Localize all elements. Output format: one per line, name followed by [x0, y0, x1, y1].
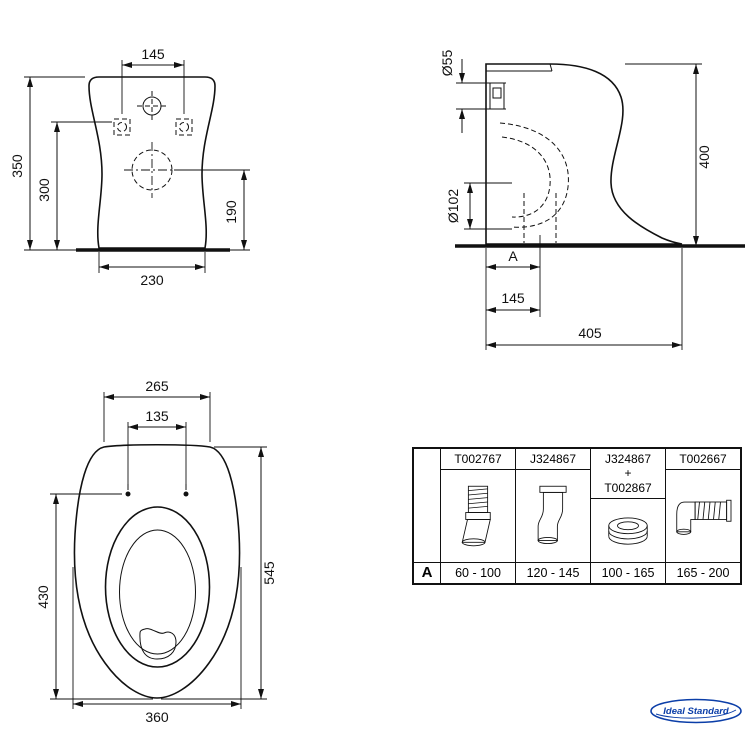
connector-cell — [591, 499, 665, 562]
vertical-corrugated-connector-icon — [461, 486, 491, 547]
dim-545-label: 545 — [261, 561, 277, 585]
fixing-hole-right — [175, 118, 193, 136]
dim-102-label: Ø102 — [445, 189, 461, 223]
trapway-outline — [499, 122, 569, 228]
connector-cell — [666, 470, 740, 562]
dim-265-label: 265 — [145, 378, 169, 394]
dim-135-label: 135 — [145, 408, 169, 424]
connector-cell — [441, 470, 515, 562]
fixing-point-right — [183, 491, 189, 497]
adapter-ring-connector-icon — [608, 517, 648, 545]
dim-405-label: 405 — [578, 325, 602, 341]
part-number: T002767 — [441, 449, 515, 471]
fixing-point-left — [125, 491, 131, 497]
toilet-plan-outline — [73, 443, 241, 699]
front-view-drawing: 145 350 300 190 230 — [9, 46, 250, 288]
dim-190-label: 190 — [223, 200, 239, 224]
brand-name: Ideal Standard — [663, 706, 729, 717]
dim-55-label: Ø55 — [439, 50, 455, 77]
fixing-hole-left — [113, 118, 131, 136]
part-number: T002667 — [666, 449, 740, 471]
water-surface — [139, 628, 177, 660]
dim-350-label: 350 — [9, 154, 25, 178]
dim-400-label: 400 — [696, 145, 712, 169]
range-value: 60 - 100 — [441, 562, 515, 583]
table-column-4: T002667 165 - 200 — [665, 449, 740, 583]
dim-a-label: A — [508, 248, 518, 264]
bowl-rim — [119, 529, 196, 655]
table-column-1: T002767 60 - 100 — [440, 449, 515, 583]
range-value: 165 - 200 — [666, 562, 740, 583]
dim-145-label: 145 — [501, 290, 525, 306]
dim-430-label: 430 — [35, 585, 51, 609]
table-label-spacer — [414, 449, 440, 562]
part-number: J324867 + T002867 — [591, 449, 665, 500]
range-value: 100 - 165 — [591, 562, 665, 583]
table-row-label: A — [414, 562, 440, 583]
table-column-3: J324867 + T002867 100 - 165 — [590, 449, 665, 583]
dim-145-label: 145 — [141, 46, 165, 62]
part-number: J324867 — [516, 449, 590, 471]
brand-logo: Ideal Standard — [650, 698, 742, 724]
horizontal-corrugated-connector-icon — [676, 500, 732, 535]
dim-300-label: 300 — [36, 178, 52, 202]
dim-360-label: 360 — [145, 709, 169, 725]
side-view-drawing: Ø55 Ø102 A 145 405 400 — [439, 50, 745, 350]
offset-connector-icon — [537, 486, 567, 545]
toilet-side-outline — [485, 63, 683, 245]
plan-view-drawing: 265 135 545 430 360 — [35, 378, 277, 725]
range-value: 120 - 145 — [516, 562, 590, 583]
table-label-column: A — [414, 449, 440, 583]
connector-cell — [516, 470, 590, 562]
table-column-2: J324867 120 - 145 — [515, 449, 590, 583]
seat-ring — [104, 506, 211, 668]
dim-230-label: 230 — [140, 272, 164, 288]
connection-table: A T002767 60 - 100 J324867 — [412, 447, 742, 585]
